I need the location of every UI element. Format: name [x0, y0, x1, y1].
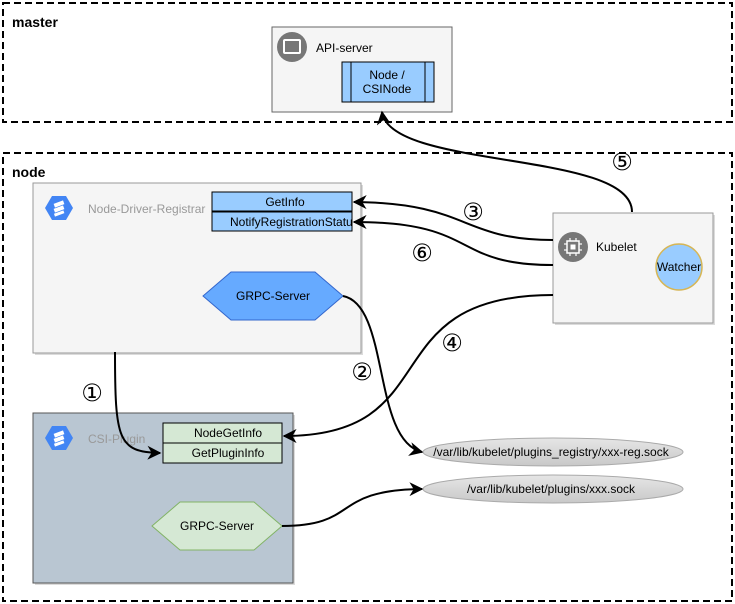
arrow-step-1: [114, 351, 162, 460]
step-6-label: ⑥: [411, 240, 433, 267]
node-group-label: node: [12, 164, 46, 180]
watcher[interactable]: Watcher: [655, 243, 703, 291]
step-3-label: ③: [462, 199, 484, 226]
csi-plugin-label: CSI-Plugin: [88, 432, 145, 446]
registrar-grpc-server-label: GRPC-Server: [236, 289, 310, 303]
csi-plugin[interactable]: CSI-Plugin NodeGetInfo GetPluginInfo GRP…: [32, 412, 295, 585]
notify-registration-status-label: NotifyRegistrationStatus: [230, 215, 359, 229]
connectors: [114, 110, 633, 527]
watcher-label: Watcher: [657, 260, 701, 274]
plugin-socket-label: /var/lib/kubelet/plugins/xxx.sock: [467, 482, 636, 496]
registrar-grpc-server[interactable]: GRPC-Server: [202, 271, 344, 321]
kubelet-label: Kubelet: [596, 240, 637, 254]
registrar-label: Node-Driver-Registrar: [88, 202, 205, 216]
node-csinode-box[interactable]: Node / CSINode: [341, 61, 435, 103]
plugin-grpc-server[interactable]: GRPC-Server: [151, 501, 283, 551]
registry-socket[interactable]: /var/lib/kubelet/plugins_registry/xxx-re…: [422, 437, 684, 467]
master-group: [2, 2, 733, 123]
node-csinode-label-1: Node /: [369, 68, 405, 82]
nodegetinfo-label: NodeGetInfo: [194, 426, 262, 440]
step-2-label: ②: [351, 359, 373, 386]
step-1-label: ①: [81, 380, 103, 407]
api-server-label: API-server: [316, 41, 373, 55]
arrow-step-2: [342, 295, 424, 456]
registry-socket-label: /var/lib/kubelet/plugins_registry/xxx-re…: [433, 445, 669, 459]
chip-icon: [558, 232, 588, 262]
nodegetinfo-box[interactable]: NodeGetInfo: [162, 422, 283, 444]
step-5-label: ⑤: [611, 149, 633, 176]
notify-registration-status-box[interactable]: NotifyRegistrationStatus: [211, 211, 359, 232]
kubernetes-engine-icon: [45, 426, 73, 450]
plugin-grpc-server-label: GRPC-Server: [180, 519, 254, 533]
step-4-label: ④: [441, 330, 463, 357]
getplugininfo-label: GetPluginInfo: [192, 446, 265, 460]
getinfo-box[interactable]: GetInfo: [211, 191, 353, 212]
getinfo-label: GetInfo: [265, 195, 305, 209]
getplugininfo-box[interactable]: GetPluginInfo: [162, 442, 283, 464]
node-group: [2, 152, 733, 602]
arrow-step-5: [376, 110, 633, 213]
kubernetes-engine-icon: [45, 196, 73, 220]
arrow-plugin-socket: [281, 482, 424, 527]
kubelet[interactable]: Kubelet Watcher: [552, 212, 715, 325]
arrow-step-4: [282, 294, 554, 443]
api-server-icon: [277, 32, 307, 62]
master-group-label: master: [12, 14, 58, 30]
node-driver-registrar[interactable]: Node-Driver-Registrar GetInfo NotifyRegi…: [32, 182, 363, 355]
plugin-socket[interactable]: /var/lib/kubelet/plugins/xxx.sock: [422, 474, 684, 504]
arrow-step-6: [352, 215, 554, 266]
arrow-step-3: [352, 195, 554, 241]
node-csinode-label-2: CSINode: [363, 82, 412, 96]
api-server[interactable]: API-server Node / CSINode: [271, 26, 453, 113]
